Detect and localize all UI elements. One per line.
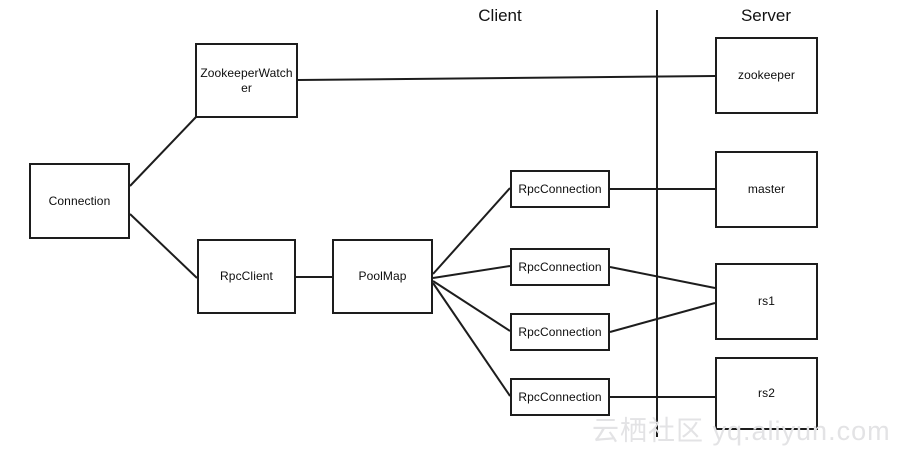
node-rpcclient[interactable]: RpcClient <box>197 239 296 314</box>
node-label-connection: Connection <box>48 193 111 208</box>
section-title-client-label: Client <box>478 6 522 25</box>
edge-poolmap-to-rpcconnection1 <box>432 187 511 275</box>
node-label-zookeeper: zookeeper <box>738 68 795 82</box>
node-label-rs2: rs2 <box>758 386 775 400</box>
section-title-client: Client <box>420 6 580 26</box>
node-label-zookeeperwatcher: ZookeeperWatcher <box>200 65 293 95</box>
node-label-rs1: rs1 <box>758 294 775 308</box>
node-connection[interactable]: Connection <box>29 163 130 239</box>
edge-connection-to-zookeeperwatcher <box>129 116 197 187</box>
node-label-rpcconnection2: RpcConnection <box>518 259 602 274</box>
node-label-rpcconnection1: RpcConnection <box>518 181 602 196</box>
edge-poolmap-to-rpcconnection4 <box>432 282 511 397</box>
node-label-rpcconnection3: RpcConnection <box>518 324 602 339</box>
edge-rpcconnection3-to-rs1 <box>609 302 716 333</box>
node-label-rpcclient: RpcClient <box>220 269 273 283</box>
edge-poolmap-to-rpcconnection3 <box>432 280 511 332</box>
node-master[interactable]: master <box>715 151 818 228</box>
node-rpcconnection4[interactable]: RpcConnection <box>510 378 610 416</box>
node-label-poolmap: PoolMap <box>358 269 407 283</box>
node-rpcconnection1[interactable]: RpcConnection <box>510 170 610 208</box>
node-label-master: master <box>747 182 786 196</box>
node-rpcconnection2[interactable]: RpcConnection <box>510 248 610 286</box>
edge-rpcconnection2-to-rs1 <box>609 266 716 289</box>
section-title-server: Server <box>686 6 846 26</box>
edge-connection-to-rpcclient <box>129 213 198 279</box>
node-zookeeper[interactable]: zookeeper <box>715 37 818 114</box>
watermark: 云栖社区 yq.aliyun.com <box>592 416 891 446</box>
edge-zookeeperwatcher-to-zookeeper <box>297 75 716 81</box>
node-label-rpcconnection4: RpcConnection <box>518 389 602 404</box>
edge-poolmap-to-rpcconnection2 <box>432 265 511 279</box>
node-zookeeperwatcher[interactable]: ZookeeperWatcher <box>195 43 298 118</box>
node-rpcconnection3[interactable]: RpcConnection <box>510 313 610 351</box>
node-poolmap[interactable]: PoolMap <box>332 239 433 314</box>
node-rs2[interactable]: rs2 <box>715 357 818 430</box>
node-rs1[interactable]: rs1 <box>715 263 818 340</box>
section-title-server-label: Server <box>740 6 792 25</box>
